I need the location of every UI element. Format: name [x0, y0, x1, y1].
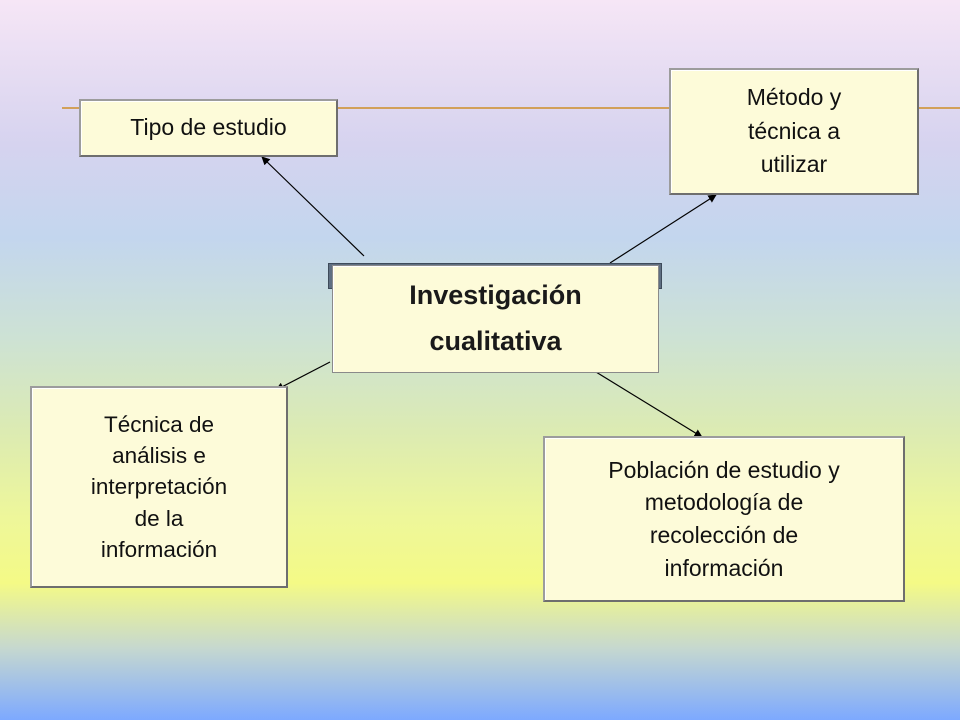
arrow-center-to-metodo	[609, 194, 717, 264]
decorative-rule-middle	[337, 107, 670, 109]
node-label: Método y técnica a utilizar	[746, 84, 842, 178]
node-tipo-de-estudio: Tipo de estudio	[79, 99, 338, 157]
decorative-rule-right	[918, 107, 960, 109]
arrow-center-to-tipo	[261, 156, 365, 257]
center-node-investigacion-cualitativa: Investigación cualitativa	[332, 265, 659, 373]
node-poblacion-de-estudio: Población de estudio y metodología de re…	[543, 436, 905, 602]
node-tecnica-de-analisis: Técnica de análisis e interpretación de …	[30, 386, 288, 588]
decorative-rule-left	[62, 107, 82, 109]
arrow-center-to-tecnica	[275, 361, 331, 391]
node-label: Población de estudio y metodología de re…	[608, 456, 840, 581]
node-metodo-y-tecnica: Método y técnica a utilizar	[669, 68, 919, 195]
node-label: Técnica de análisis e interpretación de …	[90, 412, 228, 562]
arrow-center-to-poblacion	[595, 371, 703, 438]
center-node-label: Investigación cualitativa	[409, 280, 582, 356]
node-label: Tipo de estudio	[130, 114, 287, 141]
